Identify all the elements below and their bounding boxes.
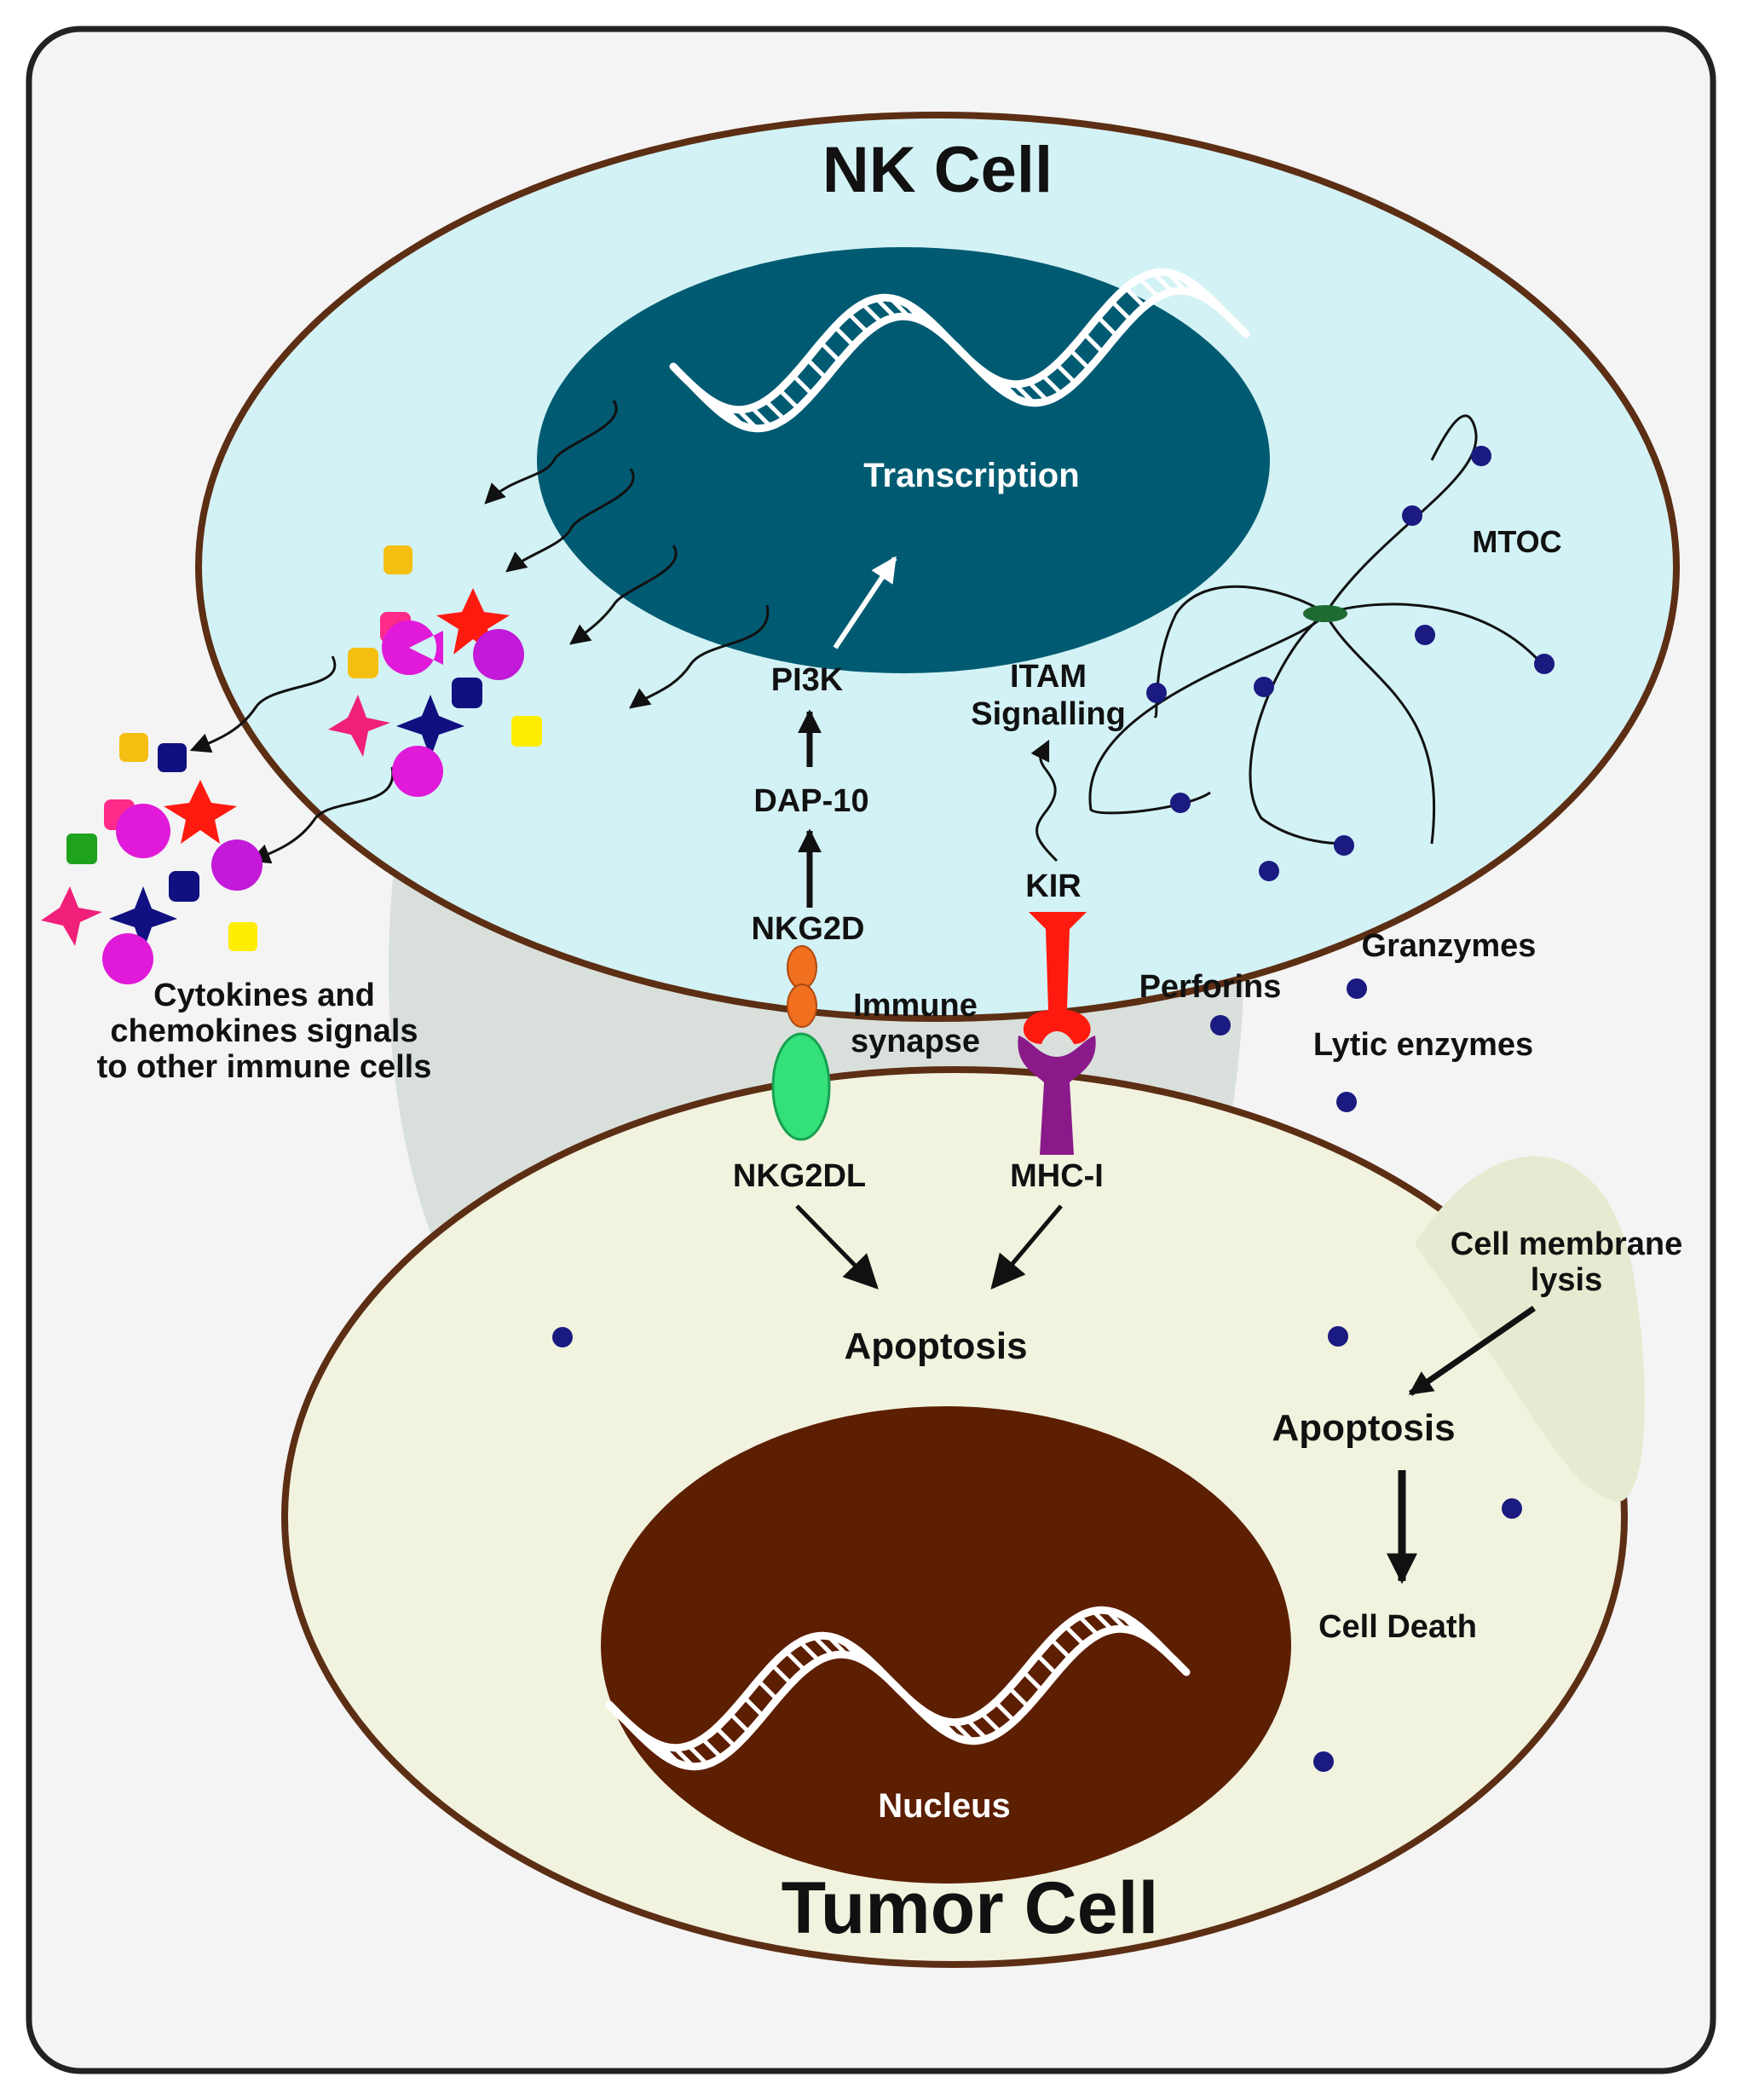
dna-rung	[764, 399, 787, 421]
mhc-i-molecule	[1018, 1036, 1096, 1155]
mtoc-microtubules	[1088, 414, 1544, 845]
signal-squiggle-arrow	[484, 400, 618, 505]
nkg2dl-ligand	[771, 1032, 831, 1141]
dna-rung	[770, 1663, 793, 1686]
dna-rung	[1041, 373, 1064, 395]
kir-to-itam-squiggle-arrow	[1030, 739, 1058, 862]
dna-rung	[799, 1640, 821, 1663]
dna-rung	[1022, 1670, 1044, 1693]
pi3k-to-transcription-arrow	[833, 556, 897, 649]
dna-rung	[742, 1695, 765, 1718]
signal-squiggle-arrow	[505, 468, 635, 573]
nkg2d-receptor	[787, 945, 817, 989]
perforins-label: Perforins	[1139, 969, 1282, 1005]
mhc-i-label: MHC-I	[1010, 1158, 1104, 1194]
nkg2d-receptor	[787, 984, 817, 1028]
granules	[552, 446, 1555, 1772]
dna-rung	[1069, 348, 1091, 371]
dna-rung	[1027, 380, 1049, 403]
dna-rung	[1035, 1653, 1058, 1676]
dna-helix-icon	[669, 268, 1250, 433]
mtoc-label: MTOC	[1472, 524, 1561, 559]
nkg2dl-to-apoptosis-arrow	[795, 1204, 879, 1289]
dna-rung	[1110, 299, 1133, 322]
lytic-enzymes-label: Lytic enzymes	[1313, 1027, 1533, 1063]
immune-synapse-label-line1: Immune	[853, 988, 978, 1024]
nkg2d-label: NKG2D	[751, 911, 864, 947]
dna-rung	[1007, 1686, 1030, 1709]
cytokines-label-line2: chemokines signals	[110, 1013, 418, 1049]
dap10-label: DAP-10	[753, 783, 868, 819]
mhc-to-apoptosis-arrow	[990, 1204, 1063, 1290]
dna-strand	[624, 1624, 1191, 1771]
apoptosis-right-label: Apoptosis	[1272, 1407, 1455, 1449]
dna-rung	[1138, 276, 1160, 299]
dna-rung	[833, 325, 856, 348]
lysis-to-apoptosis-arrow	[1408, 1306, 1536, 1396]
cell-death-label: Cell Death	[1318, 1609, 1477, 1645]
itam-label-line2: Signalling	[971, 696, 1126, 732]
dna-strand	[688, 286, 1250, 433]
cytokine-release-arrow	[189, 655, 337, 753]
signal-squiggle-arrow	[569, 545, 678, 645]
dna-rung	[847, 312, 869, 334]
dna-rung	[784, 1650, 807, 1672]
tumor-cell-title: Tumor Cell	[782, 1867, 1159, 1949]
dna-rung	[1096, 315, 1119, 338]
mtoc-centrosome	[1303, 605, 1347, 622]
immune-synapse-label-line2: synapse	[851, 1024, 980, 1059]
dna-rung	[701, 1737, 723, 1759]
cytokines-label-line3: to other immune cells	[97, 1049, 432, 1085]
dna-rung	[1082, 332, 1105, 355]
dna-rung	[1064, 1624, 1086, 1647]
dna-rung	[979, 1711, 1002, 1734]
dna-rung	[1049, 1637, 1072, 1660]
nucleus-label: Nucleus	[878, 1787, 1011, 1825]
pi3k-label: PI3K	[771, 662, 844, 698]
dna-rung	[750, 406, 772, 429]
dna-rung	[819, 341, 842, 363]
dna-rung	[792, 373, 814, 396]
signal-squiggle-arrow	[629, 604, 770, 709]
kir-label: KIR	[1025, 868, 1081, 904]
apoptosis-center-label: Apoptosis	[844, 1325, 1027, 1367]
dna-rung	[994, 1700, 1016, 1723]
cell-membrane-lysis-bleb	[1415, 1156, 1645, 1503]
dna-rung	[805, 357, 828, 380]
dna-rung	[861, 302, 883, 325]
dna-rung	[1077, 1614, 1100, 1637]
cell-membrane-lysis-label-line2: lysis	[1531, 1262, 1603, 1298]
granzymes-label: Granzymes	[1362, 928, 1537, 964]
dna-helix-icon	[605, 1606, 1191, 1771]
dna-rung	[1124, 286, 1146, 309]
kir-receptor	[1023, 912, 1091, 1044]
cytokine-cluster-outside	[41, 733, 262, 984]
dna-rung	[756, 1679, 779, 1701]
dna-rung	[687, 1744, 709, 1767]
cell-membrane-lysis-label-line1: Cell membrane	[1451, 1226, 1682, 1262]
dna-rung	[729, 1711, 751, 1734]
transcription-label: Transcription	[863, 457, 1079, 494]
cytokine-cluster-inside	[328, 545, 542, 797]
cytokine-release-arrow	[249, 766, 395, 864]
nk-cell-title: NK Cell	[822, 134, 1053, 206]
itam-label-line1: ITAM	[1010, 659, 1087, 695]
dna-rung	[966, 1718, 989, 1741]
dna-rung	[1054, 362, 1077, 385]
tumor-nucleus	[601, 1406, 1291, 1884]
dna-rung	[714, 1726, 737, 1749]
nkg2dl-label: NKG2DL	[733, 1158, 866, 1194]
nk-nucleus	[537, 247, 1270, 673]
dna-rung	[777, 388, 800, 411]
cytokines-label-line1: Cytokines and	[153, 978, 375, 1013]
